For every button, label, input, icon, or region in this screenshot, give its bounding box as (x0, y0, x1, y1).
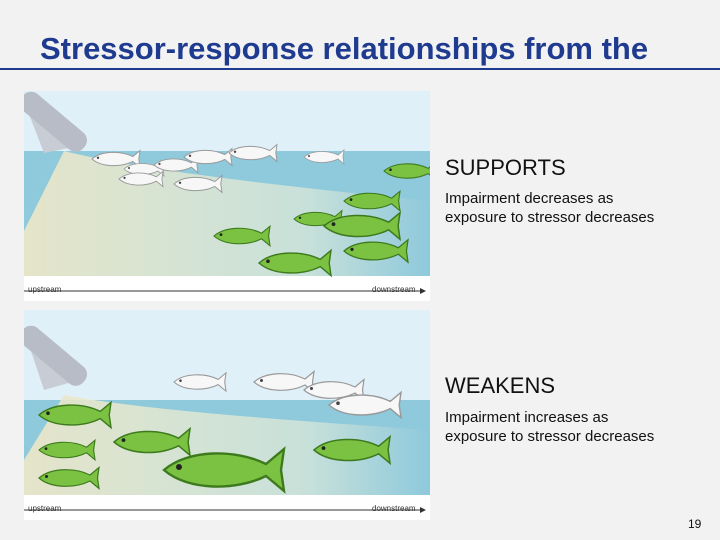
supports-description-line-1: Impairment decreases as (445, 190, 614, 207)
title-divider (0, 68, 720, 70)
weakens-heading: WEAKENS (445, 373, 556, 398)
supports-description-line-2: exposure to stressor decreases (445, 209, 655, 226)
weakens-description-line-1: Impairment increases as (445, 409, 609, 426)
supports-description: Impairment decreases as exposure to stre… (445, 189, 715, 227)
upstream-label: upstream (28, 285, 62, 294)
supports-heading: SUPPORTS (445, 155, 566, 180)
weakens-description: Impairment increases as exposure to stre… (445, 408, 715, 446)
downstream-label: downstream (372, 504, 416, 513)
downstream-label: downstream (372, 285, 416, 294)
title-line-1: Stressor-response relationships from the (40, 31, 649, 66)
upstream-label: upstream (28, 504, 62, 513)
page-number: 19 (688, 517, 702, 531)
supports-illustration: upstream downstream (24, 91, 430, 301)
supports-scene (24, 91, 430, 294)
weakens-illustration: upstream downstream (24, 310, 430, 520)
weakens-description-line-2: exposure to stressor decreases (445, 428, 655, 445)
weakens-scene (24, 310, 430, 513)
